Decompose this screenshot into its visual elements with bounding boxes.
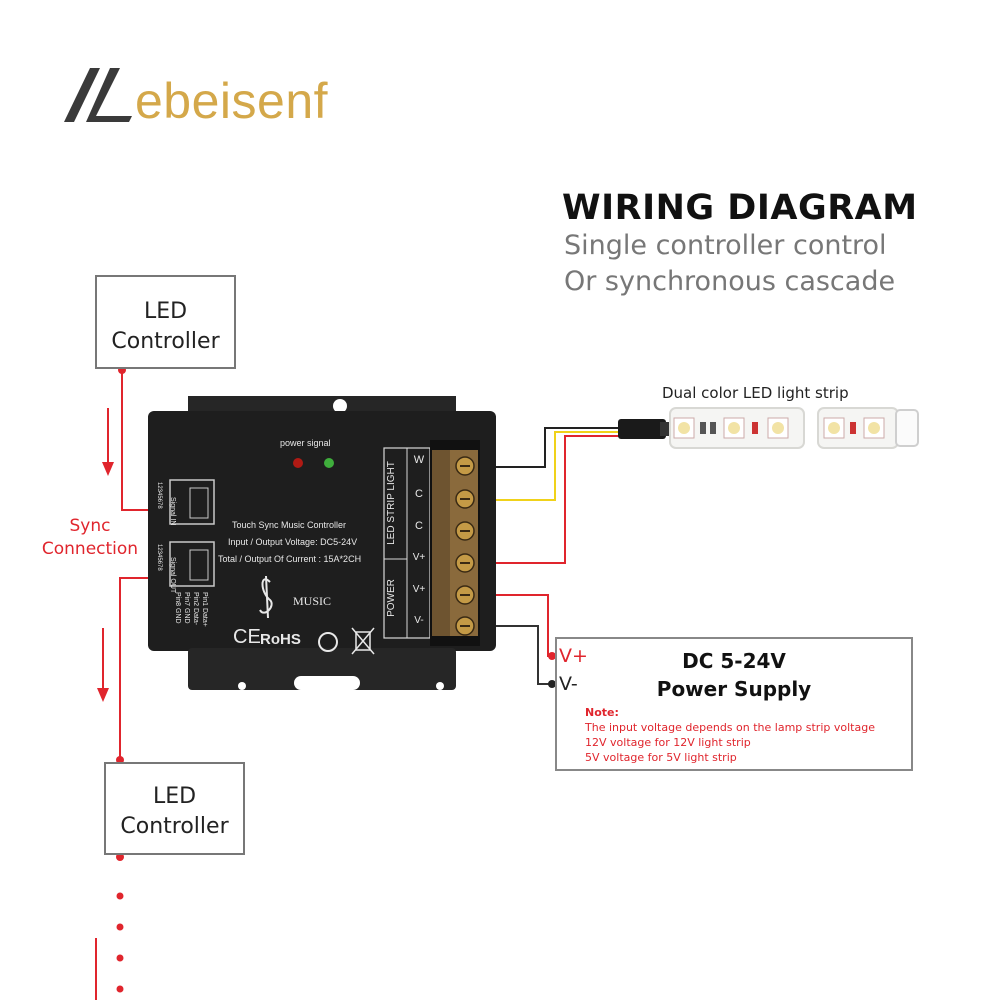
sync-label-line2: Connection — [41, 539, 139, 559]
indicator-label: power signal — [280, 438, 331, 448]
cascade-dot — [116, 892, 124, 900]
strip-wire-black — [465, 427, 620, 468]
wire-dot — [548, 652, 556, 660]
terminal-label-vplus2: V+ — [412, 584, 426, 595]
led-controller-box-top: LED Controller — [95, 275, 236, 369]
note-line-2: 12V voltage for 12V light strip — [585, 736, 751, 749]
ce-mark: CE — [233, 626, 261, 648]
sync-connection-label: Sync Connection — [20, 515, 160, 561]
down-arrow-1 — [102, 408, 114, 476]
subtitle-line-1: Single controller control — [564, 230, 887, 261]
pin-map-3: Pin7 GND — [183, 592, 190, 624]
cascade-dot — [116, 985, 124, 993]
controller-current: Total / Output Of Current : 15A*2CH — [218, 554, 362, 564]
controller-body — [148, 396, 496, 690]
psu-vminus-label: V- — [559, 673, 578, 695]
diagram-title: WIRING DIAGRAM — [562, 188, 918, 228]
power-wire-negative — [465, 625, 556, 685]
power-supply-title-1: DC 5-24V — [682, 649, 786, 673]
led-strip-label: Dual color LED light strip — [662, 384, 849, 402]
psu-vplus-label: V+ — [559, 645, 588, 667]
terminal-label-w: W — [413, 454, 425, 466]
note-line-1: The input voltage depends on the lamp st… — [585, 721, 875, 734]
led-controller-bottom-line2: Controller — [120, 814, 229, 839]
pin-map-2: Pin2 Data- — [192, 592, 199, 626]
power-supply-title-2: Power Supply — [656, 677, 812, 701]
led-controller-bottom-line1: LED — [152, 784, 197, 809]
note-line-3: 5V voltage for 5V light strip — [585, 751, 737, 764]
port-out-pins: 12345678 — [156, 544, 162, 571]
pin-map-4: Pin8 GND — [174, 592, 181, 624]
port-out-label: Signal OUT — [169, 557, 176, 594]
terminal-label-vplus1: V+ — [412, 552, 426, 563]
power-supply-box: DC 5-24V Power Supply Note: The input vo… — [555, 637, 913, 771]
terminal-label-vminus: V- — [414, 615, 424, 626]
brand-logo-mark — [64, 68, 132, 122]
strip-wire-yellow — [465, 431, 620, 501]
led-controller-box-bottom: LED Controller — [104, 762, 245, 855]
subtitle-line-2: Or synchronous cascade — [564, 266, 896, 297]
led-strip — [669, 407, 919, 449]
port-in-label: Signal IN — [169, 497, 176, 526]
controller-name: Touch Sync Music Controller — [232, 520, 347, 530]
note-heading: Note: — [585, 706, 619, 719]
cascade-dot — [116, 954, 124, 962]
controller-voltage: Input / Output Voltage: DC5-24V — [228, 537, 358, 547]
terminal-header-power: POWER — [386, 579, 397, 617]
music-controller-device: power signal Touch Sync Music Controller… — [148, 396, 496, 696]
terminal-header-led: LED STRIP LIGHT — [386, 461, 397, 545]
rohs-mark: RoHS — [260, 631, 301, 648]
terminal-label-c1: C — [415, 488, 423, 500]
terminal-label-c2: C — [415, 520, 423, 532]
strip-wire-red — [465, 435, 620, 564]
led-controller-top-line2: Controller — [111, 329, 220, 354]
strip-connector — [618, 419, 666, 439]
wire-dot — [116, 853, 124, 861]
brand-name: ebeisenf — [135, 73, 329, 129]
cascade-dot — [116, 923, 124, 931]
down-arrow-2 — [97, 628, 109, 702]
wire-dot — [548, 680, 556, 688]
music-label: MUSIC — [293, 594, 332, 608]
led-controller-top-line1: LED — [143, 299, 188, 324]
sync-label-line1: Sync — [69, 516, 111, 536]
port-in-pins: 12345678 — [156, 482, 162, 509]
pin-map-1: Pin1 Data+ — [201, 592, 208, 627]
